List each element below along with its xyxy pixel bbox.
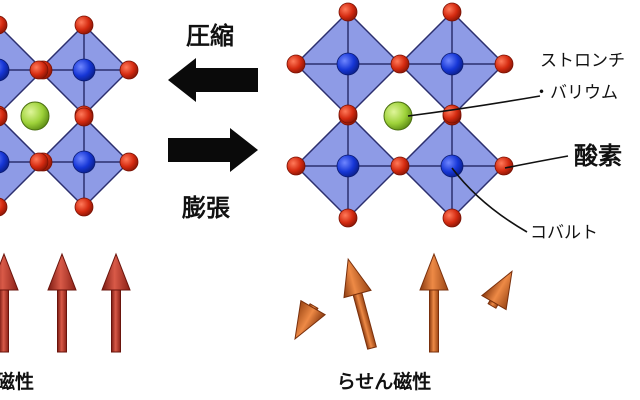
right-arrow-icon (168, 128, 258, 172)
oxygen-atom (119, 60, 139, 80)
spin-arrow-icon (343, 257, 377, 350)
ferromagnetic-spins (0, 252, 131, 353)
right-crystal-lattice (286, 2, 514, 228)
oxygen-atom (0, 15, 8, 35)
oxygen-atom (0, 197, 8, 217)
oxygen-atom (390, 156, 410, 176)
strontium-barium-atom (20, 101, 50, 131)
cobalt-atom (0, 150, 10, 174)
oxygen-atom (74, 197, 94, 217)
left-caption: 磁性 (0, 370, 34, 393)
oxygen-atom (119, 152, 139, 172)
cobalt-label: コバルト (530, 223, 598, 243)
oxygen-atom (74, 107, 94, 127)
oxygen-atom (29, 60, 49, 80)
strontium-barium-atom (383, 101, 413, 131)
oxygen-atom (29, 152, 49, 172)
oxygen-label: 酸素 (574, 142, 622, 170)
spin-arrow-icon (47, 252, 77, 353)
oxygen-atom (338, 2, 358, 22)
oxygen-atom (390, 54, 410, 74)
strontium-barium-label-line1: ストロンチ (540, 51, 625, 71)
oxygen-atom (338, 208, 358, 228)
cobalt-atom (440, 154, 464, 178)
expand-label: 膨張 (181, 194, 231, 222)
spin-arrow-icon (419, 252, 449, 353)
oxygen-atom (286, 156, 306, 176)
oxygen-atom (0, 107, 8, 127)
right-caption: らせん磁性 (337, 370, 432, 393)
spin-arrow-icon (0, 252, 19, 353)
oxygen-atom (494, 156, 514, 176)
spin-arrow-icon (480, 270, 513, 311)
oxygen-atom (442, 2, 462, 22)
oxygen-atom (74, 15, 94, 35)
cobalt-leader (451, 167, 528, 233)
cobalt-atom (72, 58, 96, 82)
cobalt-atom (336, 52, 360, 76)
helical-spins (294, 252, 513, 353)
strontium-barium-leader (407, 95, 541, 117)
cobalt-atom (336, 154, 360, 178)
oxygen-atom (494, 54, 514, 74)
strontium-barium-label-line2: ・バリウム (533, 83, 618, 103)
compress-label: 圧縮 (186, 22, 234, 50)
oxygen-atom (338, 104, 358, 124)
oxygen-atom (442, 208, 462, 228)
cobalt-atom (72, 150, 96, 174)
spin-arrow-icon (101, 252, 131, 353)
oxygen-atom (442, 104, 462, 124)
cobalt-atom (440, 52, 464, 76)
left-arrow-icon (168, 58, 258, 102)
spin-arrow-icon (294, 299, 327, 341)
left-crystal-lattice (0, 15, 139, 217)
cobalt-atom (0, 58, 10, 82)
oxygen-atom (286, 54, 306, 74)
oxygen-leader (504, 155, 569, 169)
